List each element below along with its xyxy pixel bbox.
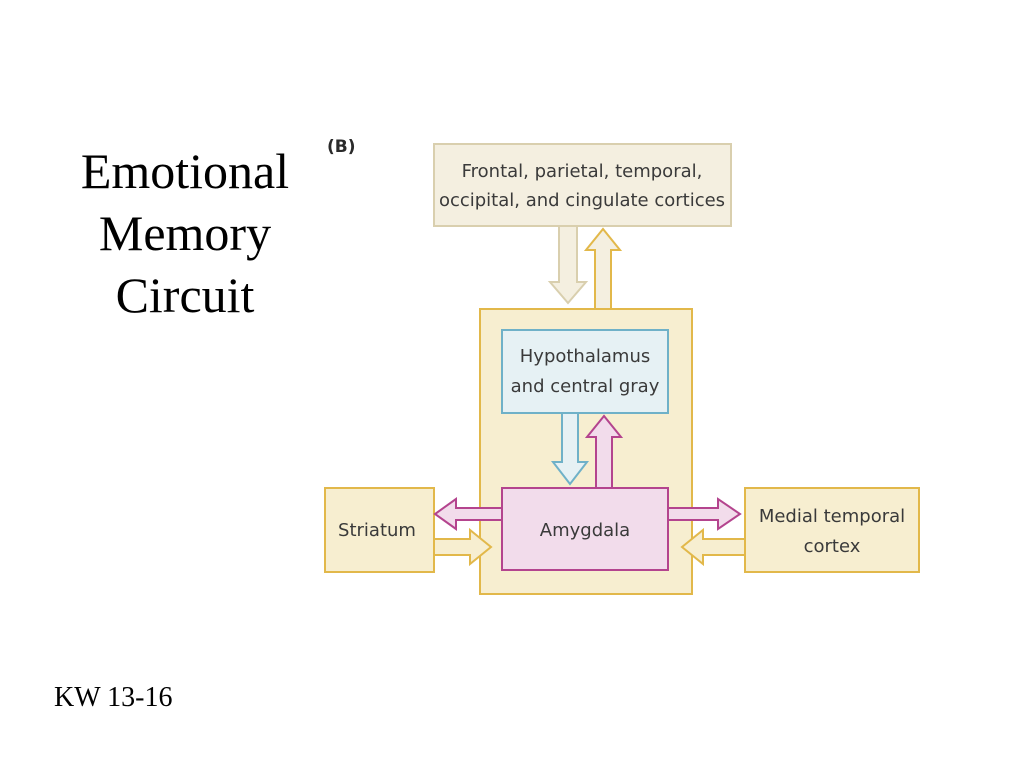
striatum-box	[324, 487, 435, 573]
amygdala-box	[501, 487, 669, 571]
slide-title: Emotional Memory Circuit	[40, 140, 330, 326]
amygdala-to-medial-temporal-arrow	[667, 497, 742, 531]
panel-label: (B)	[327, 137, 356, 157]
cortices-box	[433, 143, 732, 227]
amygdala-to-hypothalamus-arrow	[584, 414, 624, 489]
cortices-label-line-2: occipital, and cingulate cortices	[439, 190, 725, 211]
hypothalamus-to-amygdala-arrow	[550, 412, 590, 486]
hypothalamus-box	[501, 329, 669, 414]
striatum-to-limbic-arrow	[433, 527, 493, 567]
medial-temporal-label-line-1: Medial temporal	[759, 506, 905, 527]
striatum-label: Striatum	[338, 520, 416, 541]
cortices-to-limbic-arrow	[547, 225, 589, 305]
medial-temporal-to-limbic-arrow	[680, 527, 746, 567]
title-line-2: Memory	[98, 205, 272, 261]
medial-temporal-cortex-box	[744, 487, 920, 573]
cortices-label-line-1: Frontal, parietal, temporal,	[462, 161, 703, 182]
hypothalamus-label-line-1: Hypothalamus	[520, 346, 650, 367]
medial-temporal-label-line-2: cortex	[804, 536, 861, 557]
limbic-to-cortices-arrow	[583, 227, 623, 310]
hypothalamus-label-line-2: and central gray	[511, 376, 660, 397]
slide-footer: KW 13-16	[54, 682, 173, 713]
amygdala-to-striatum-arrow	[433, 497, 503, 531]
title-line-1: Emotional	[80, 143, 290, 199]
title-line-3: Circuit	[115, 267, 255, 323]
amygdala-label: Amygdala	[540, 520, 630, 541]
